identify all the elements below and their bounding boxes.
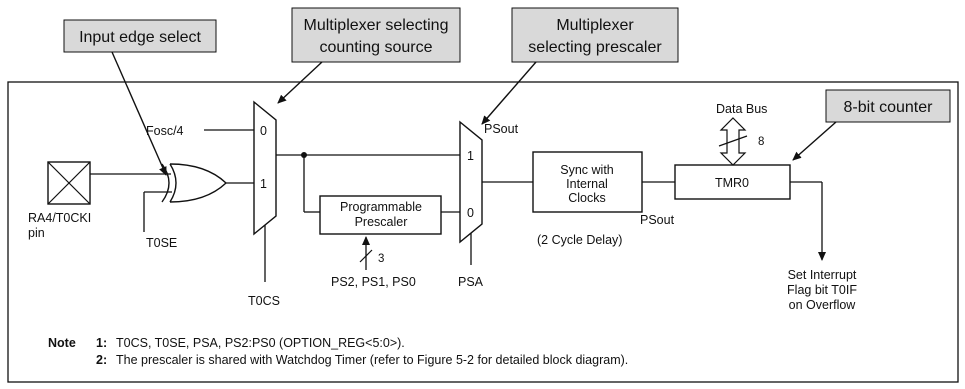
callout-input-edge-text: Input edge select <box>79 29 201 46</box>
diagram-frame <box>7 81 959 383</box>
arrow-mux-count <box>277 61 323 104</box>
callout-mux-prescaler-line2: selecting prescaler <box>528 39 662 56</box>
data-bus-label: Data Bus <box>716 102 767 116</box>
callout-mux-prescaler-line1: Multiplexer <box>556 17 634 34</box>
interrupt-line3: on Overflow <box>789 298 857 312</box>
mux1-input-0: 0 <box>260 124 267 138</box>
mux-prescaler-select <box>459 120 483 244</box>
data-bus-width: 8 <box>758 136 764 148</box>
note-1-text: T0CS, T0SE, PSA, PS2:PS0 (OPTION_REG<5:0… <box>116 336 405 350</box>
interrupt-line2: Flag bit T0IF <box>787 283 857 297</box>
callout-counter-text: 8-bit counter <box>844 99 934 116</box>
callout-mux-count-line1: Multiplexer selecting <box>304 17 449 34</box>
callout-input-edge: Input edge select <box>63 19 217 53</box>
note-2-number: 2: <box>96 353 107 367</box>
pin-ra4-icon <box>47 161 91 205</box>
note-1-number: 1: <box>96 336 107 350</box>
t0cs-label: T0CS <box>248 294 280 308</box>
sync-block <box>532 151 643 213</box>
pin-label-line2: pin <box>28 226 45 240</box>
callout-mux-count: Multiplexer selecting counting source <box>291 7 461 63</box>
callout-mux-count-line2: counting source <box>320 39 433 56</box>
note-label: Note <box>48 336 76 350</box>
prescaler-label-line2: Prescaler <box>355 215 408 229</box>
psout-top-label: PSout <box>484 122 519 136</box>
arrow-counter <box>792 121 837 161</box>
arrow-input-edge <box>111 51 167 176</box>
mux2-input-1: 1 <box>467 149 474 163</box>
mux2-input-0: 0 <box>467 206 474 220</box>
pin-label-line1: RA4/T0CKI <box>28 211 91 225</box>
programmable-prescaler-block <box>319 195 442 235</box>
psa-label: PSA <box>458 275 484 289</box>
sync-delay-label: (2 Cycle Delay) <box>537 233 622 247</box>
xor-gate-icon <box>161 163 228 203</box>
ps-bus-width: 3 <box>378 253 384 265</box>
mux1-input-1: 1 <box>260 177 267 191</box>
mux-counting-source <box>253 100 277 236</box>
sync-label-line2: Internal <box>566 177 608 191</box>
psout-bottom-label: PSout <box>640 213 675 227</box>
sync-label-line1: Sync with <box>560 163 614 177</box>
callout-mux-prescaler: Multiplexer selecting prescaler <box>511 7 679 63</box>
callout-counter: 8-bit counter <box>825 89 951 123</box>
note-2-text: The prescaler is shared with Watchdog Ti… <box>116 353 628 367</box>
tmr0-label: TMR0 <box>715 176 749 190</box>
ps-bits-label: PS2, PS1, PS0 <box>331 275 416 289</box>
fosc-label: Fosc/4 <box>146 124 184 138</box>
arrow-mux-prescaler <box>481 61 537 125</box>
sync-label-line3: Clocks <box>568 191 606 205</box>
interrupt-line1: Set Interrupt <box>788 268 857 282</box>
t0se-label: T0SE <box>146 236 177 250</box>
prescaler-label-line1: Programmable <box>340 200 422 214</box>
